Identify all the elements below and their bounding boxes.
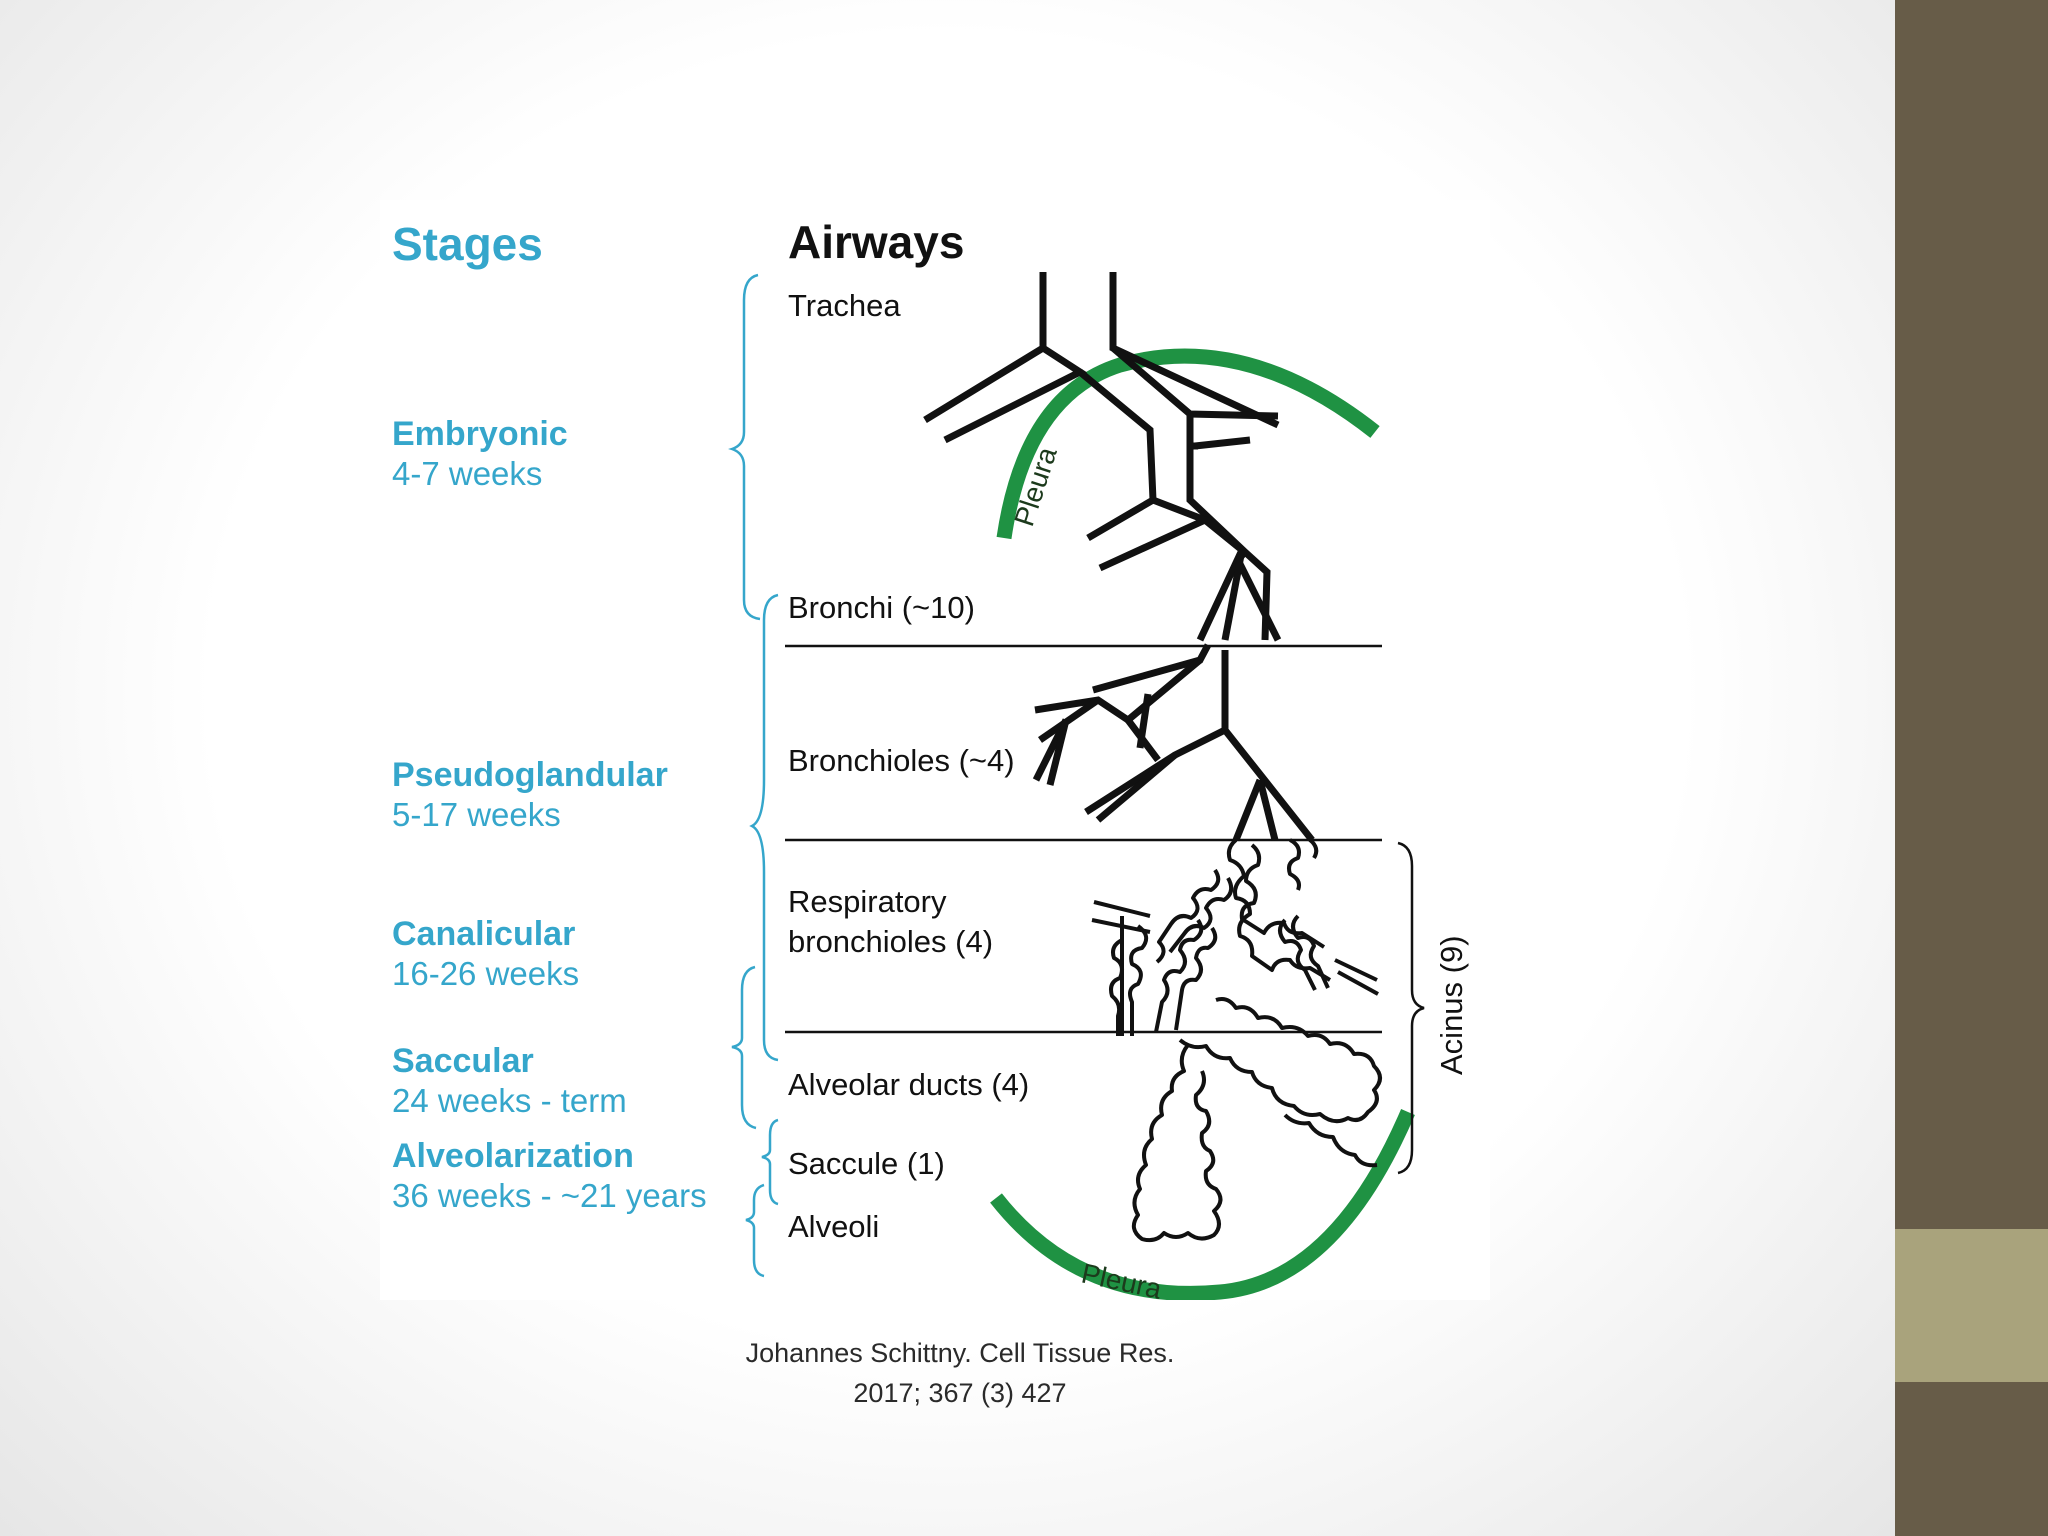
airway-label-respiratory-line1: Respiratory: [788, 884, 947, 919]
citation: Johannes Schittny. Cell Tissue Res. 2017…: [640, 1333, 1280, 1413]
stage-name-pseudoglandular: Pseudoglandular: [392, 756, 668, 794]
sidebar-accent-block: [1895, 1229, 2048, 1382]
stage-name-embryonic: Embryonic: [392, 415, 568, 453]
airway-label-trachea: Trachea: [788, 288, 901, 323]
stage-duration-alveolarization: 36 weeks - ~21 years: [392, 1177, 707, 1214]
airway-label-bronchi: Bronchi (~10): [788, 590, 975, 625]
stage-duration-canalicular: 16-26 weeks: [392, 955, 579, 992]
airway-label-saccule: Saccule (1): [788, 1146, 945, 1181]
stage-name-canalicular: Canalicular: [392, 915, 575, 953]
brace-acinus: [1397, 841, 1425, 1175]
lung-development-diagram: Stages Airways Embryonic 4-7 weeks Pseud…: [392, 216, 1469, 1300]
brace-pseudoglandular: [749, 593, 779, 1062]
airway-label-respiratory-line2: bronchioles (4): [788, 924, 993, 959]
stage-duration-saccular: 24 weeks - term: [392, 1082, 627, 1119]
brace-saccular: [761, 1118, 779, 1206]
stage-name-saccular: Saccular: [392, 1042, 534, 1080]
brace-alveolarization: [745, 1183, 765, 1278]
pleura-label-lower: Pleura: [1079, 1258, 1165, 1300]
lung-development-figure: Stages Airways Embryonic 4-7 weeks Pseud…: [380, 200, 1490, 1300]
brace-canalicular: [731, 965, 757, 1130]
pleura-arc-lower: [990, 1109, 1415, 1300]
stage-duration-pseudoglandular: 5-17 weeks: [392, 796, 561, 833]
citation-line-1: Johannes Schittny. Cell Tissue Res.: [745, 1338, 1175, 1368]
acinus-label: Acinus (9): [1434, 935, 1469, 1075]
airway-tree: [923, 272, 1315, 843]
brace-embryonic: [728, 273, 761, 621]
citation-line-2: 2017; 367 (3) 427: [853, 1378, 1067, 1408]
stage-name-alveolarization: Alveolarization: [392, 1137, 634, 1175]
airway-label-alveolar-ducts: Alveolar ducts (4): [788, 1067, 1029, 1102]
pleura-arc-upper: [996, 348, 1380, 540]
stage-duration-embryonic: 4-7 weeks: [392, 455, 542, 492]
stages-heading: Stages: [392, 218, 543, 270]
acinus-airways: [1091, 838, 1382, 1243]
airway-label-alveoli: Alveoli: [788, 1209, 879, 1244]
airway-label-bronchioles: Bronchioles (~4): [788, 743, 1015, 778]
airways-heading: Airways: [788, 216, 964, 268]
